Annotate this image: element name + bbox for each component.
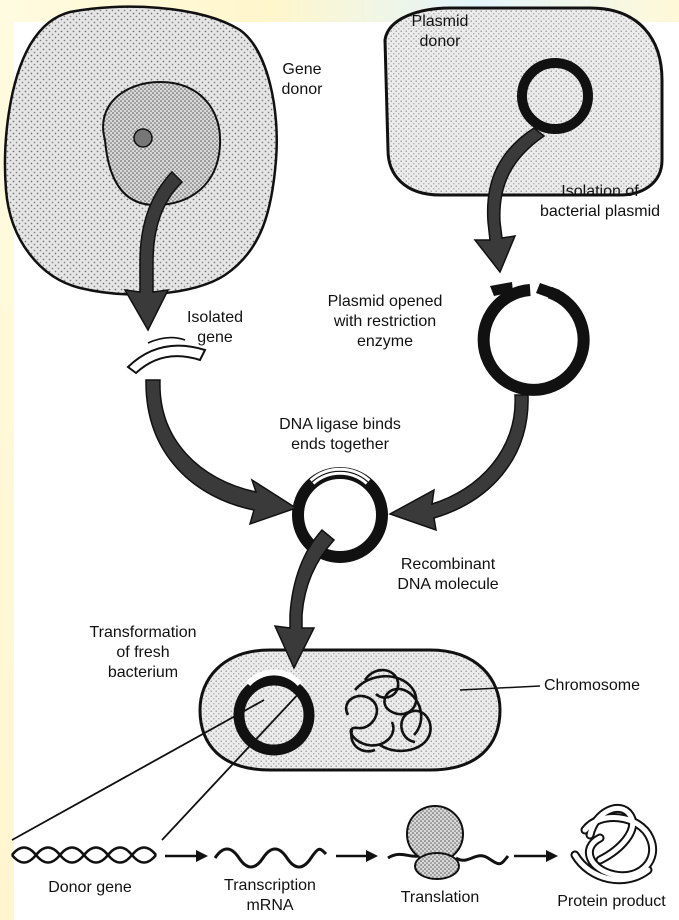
arrow-to-transcription <box>165 850 208 862</box>
label-chromosome: Chromosome <box>544 676 640 696</box>
label-transcription: Transcription mRNA <box>205 876 335 916</box>
mrna-strand <box>215 849 326 867</box>
label-donor-gene: Donor gene <box>20 878 160 898</box>
label-recombinant: Recombinant DNA molecule <box>378 555 518 595</box>
arrow-to-translation <box>336 850 378 862</box>
label-protein-product: Protein product <box>544 892 679 912</box>
label-translation: Translation <box>385 888 495 908</box>
arrow-to-protein <box>514 850 558 862</box>
arrow-to-fresh-bacterium <box>275 530 334 668</box>
label-isolated-gene: Isolated gene <box>170 308 260 348</box>
label-gene-donor: Gene donor <box>262 60 342 100</box>
nucleolus <box>134 129 152 147</box>
opened-plasmid <box>476 282 592 398</box>
fresh-bacterium <box>200 650 540 770</box>
label-plasmid-opened: Plasmid opened with restriction enzyme <box>310 292 460 352</box>
label-plasmid-donor: Plasmid donor <box>395 12 485 52</box>
label-isolation-plasmid: Isolation of bacterial plasmid <box>520 182 679 222</box>
ribosome <box>388 806 508 879</box>
donor-gene-helix <box>12 848 156 863</box>
label-dna-ligase: DNA ligase binds ends together <box>265 415 415 455</box>
label-transformation: Transformation of fresh bacterium <box>68 623 218 683</box>
